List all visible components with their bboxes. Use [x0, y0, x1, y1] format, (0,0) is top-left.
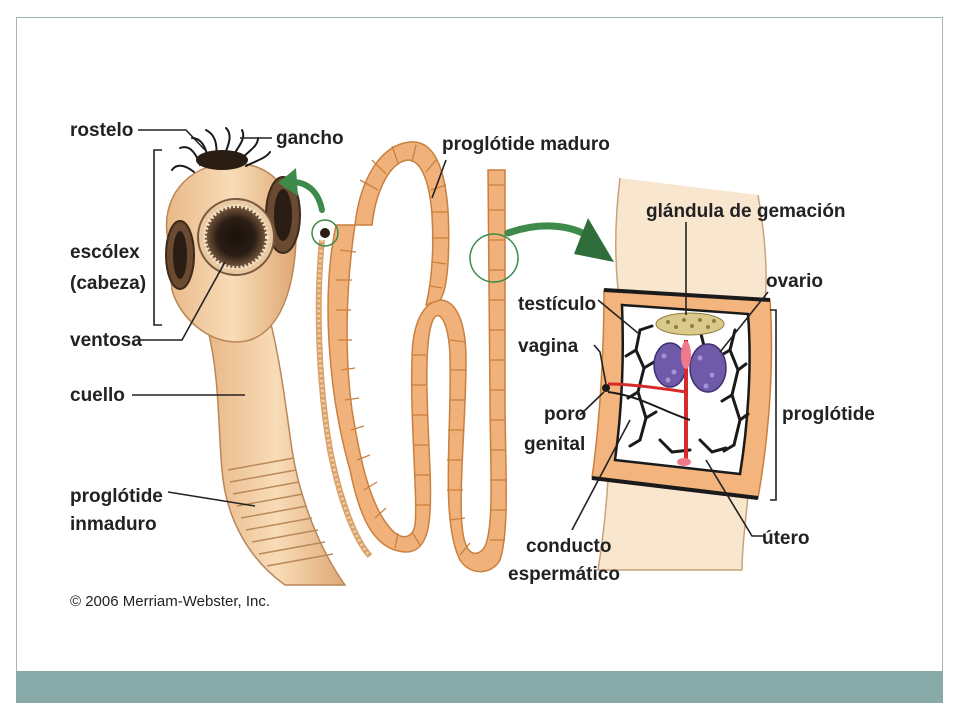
- label-proglotide-inmaduro-1: proglótide: [70, 486, 163, 507]
- label-glandula-gemacion: glándula de gemación: [646, 201, 846, 222]
- proglottid-detail: [591, 177, 773, 571]
- label-proglotide: proglótide: [782, 404, 875, 425]
- label-rostelo: rostelo: [70, 120, 133, 141]
- label-utero: útero: [762, 528, 810, 549]
- strobila-illustration: [311, 141, 519, 573]
- label-proglotide-maduro: proglótide maduro: [442, 134, 610, 155]
- labels: rostelo gancho escólex (cabeza) ventosa …: [70, 120, 875, 610]
- label-proglotide-inmaduro-2: inmaduro: [70, 514, 157, 535]
- zoom-arrows: [278, 168, 614, 262]
- footer-band: [16, 671, 943, 703]
- label-ventosa: ventosa: [70, 330, 142, 351]
- label-poro: poro: [544, 404, 586, 425]
- label-testiculo: testículo: [518, 294, 596, 315]
- label-cabeza: (cabeza): [70, 273, 146, 294]
- label-vagina: vagina: [518, 336, 579, 357]
- label-escolex: escólex: [70, 242, 140, 263]
- label-genital: genital: [524, 434, 585, 455]
- copyright-notice: © 2006 Merriam-Webster, Inc.: [70, 593, 270, 610]
- label-cuello: cuello: [70, 385, 125, 406]
- label-gancho: gancho: [276, 128, 344, 149]
- label-espermatico: espermático: [508, 564, 620, 585]
- leader-lines: [132, 129, 777, 537]
- label-conducto: conducto: [526, 536, 612, 557]
- label-ovario: ovario: [766, 271, 823, 292]
- slide-frame: [16, 17, 943, 703]
